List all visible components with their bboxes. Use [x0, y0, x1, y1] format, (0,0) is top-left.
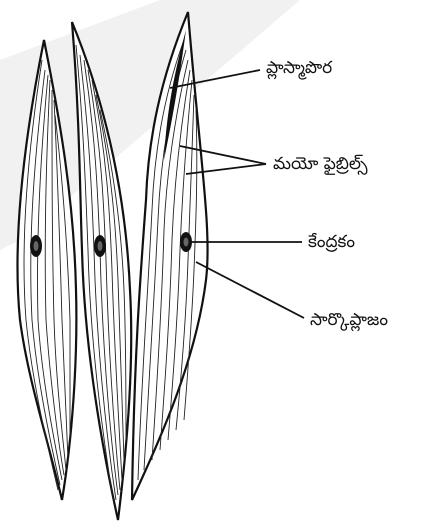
pointer-sarcoplasm — [196, 262, 304, 318]
label-myofibrils: మయో ఫైబ్రిల్స్ — [273, 156, 368, 173]
label-nucleus: కేంద్రకం — [308, 234, 355, 251]
label-sarcoplasm: సార్కొప్లాజం — [310, 312, 388, 329]
label-plasma-membrane: ప్లాస్మాపొర — [266, 60, 332, 77]
